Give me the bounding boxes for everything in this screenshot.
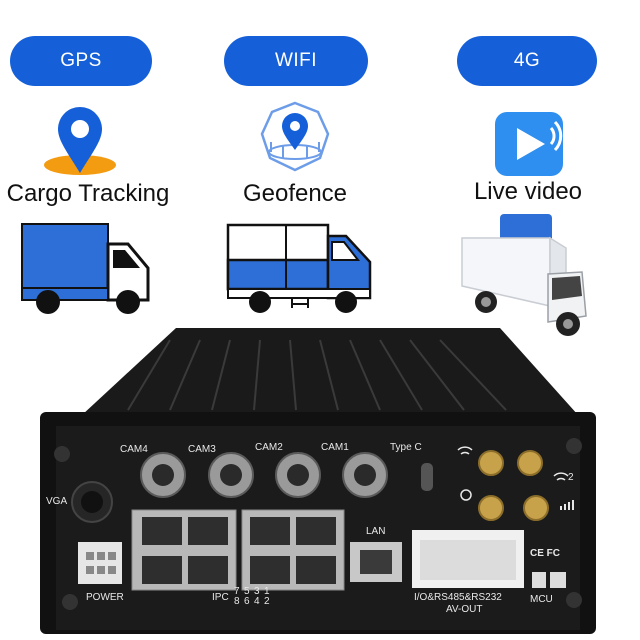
cert-marks: CE FC — [530, 548, 560, 559]
cam4-label: CAM4 — [120, 444, 148, 455]
ipc-numbers-top-2: 5 — [244, 586, 250, 597]
io-label: I/O&RS485&RS232 — [414, 592, 502, 603]
wifi-2-icon — [553, 472, 569, 481]
cargo-truck-icon — [226, 223, 372, 313]
cam3-label: CAM3 — [188, 444, 216, 455]
badge-4g: 4G — [457, 36, 597, 86]
vga-label: VGA — [46, 496, 67, 507]
location-pin-icon — [44, 107, 116, 175]
ipc-numbers-bottom-2: 6 — [244, 596, 250, 607]
gps-satellite-icon — [460, 489, 472, 501]
ipc-numbers-top-1: 7 — [234, 586, 240, 597]
badge-wifi: WIFI — [224, 36, 368, 86]
label-live-video: Live video — [473, 178, 583, 205]
cam2-label: CAM2 — [255, 442, 283, 453]
label-cargo-tracking: Cargo Tracking — [6, 180, 170, 207]
ipc-numbers-bottom-4: 2 — [264, 596, 270, 607]
badge-gps: GPS — [10, 36, 152, 86]
refrigerated-truck-icon — [461, 214, 587, 336]
box-truck-icon — [21, 223, 150, 314]
ipc-numbers-top-3: 3 — [254, 586, 260, 597]
mcu-label: MCU — [530, 594, 553, 605]
lan-label: LAN — [366, 526, 385, 537]
wifi-2-label: 2 — [568, 472, 574, 483]
wifi-icon — [457, 446, 473, 455]
geofence-icon — [260, 101, 330, 172]
ipc-numbers-bottom-1: 8 — [234, 596, 240, 607]
mdvr-device: CAM4 CAM3 CAM2 CAM1 Type C VGA LAN POWER… — [40, 328, 596, 634]
ipc-numbers-top-4: 1 — [264, 586, 270, 597]
signal-bars-icon — [560, 500, 574, 510]
ipc-label: IPC — [212, 592, 229, 603]
cam1-label: CAM1 — [321, 442, 349, 453]
type-c-label: Type C — [390, 442, 422, 453]
ipc-numbers-bottom-3: 4 — [254, 596, 260, 607]
label-geofence: Geofence — [242, 180, 348, 207]
play-video-icon — [495, 112, 563, 176]
av-out-label: AV-OUT — [446, 604, 482, 615]
power-label: POWER — [86, 592, 124, 603]
